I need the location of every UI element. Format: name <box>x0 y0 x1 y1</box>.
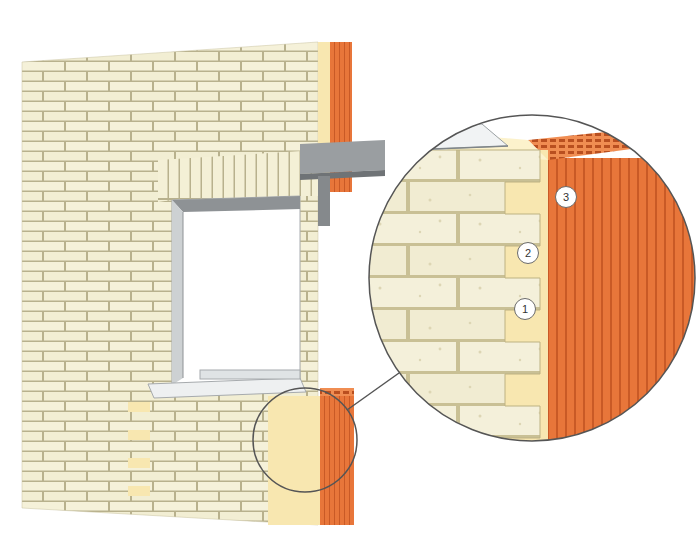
insulation-patch <box>128 458 150 468</box>
steel-lintel <box>300 140 385 174</box>
window-reveal-top <box>172 196 300 212</box>
steel-lintel-underside <box>300 170 385 180</box>
insulation-patch <box>128 402 150 412</box>
detail-marker <box>253 388 357 492</box>
detail-frame <box>369 115 695 441</box>
window-opening <box>172 196 300 385</box>
masonry-block-top <box>528 122 700 160</box>
window-sill <box>148 378 306 398</box>
window-reveal-side <box>172 200 183 385</box>
detail-view <box>360 100 700 470</box>
sill-profile <box>200 370 300 379</box>
soldier-course <box>158 150 318 202</box>
masonry-block-section <box>320 394 354 525</box>
insulation-patch <box>128 486 150 496</box>
callout-number: 1 <box>514 298 536 320</box>
callout-number: 3 <box>555 186 577 208</box>
steel-lintel-plate <box>318 176 330 226</box>
window-frame-line <box>183 212 184 378</box>
sill-profile <box>385 106 467 124</box>
insulation-section <box>268 396 320 525</box>
callout-number: 2 <box>517 242 539 264</box>
detail-leader <box>347 373 399 410</box>
insulation-patch <box>128 430 150 440</box>
facing-brick <box>360 150 540 470</box>
